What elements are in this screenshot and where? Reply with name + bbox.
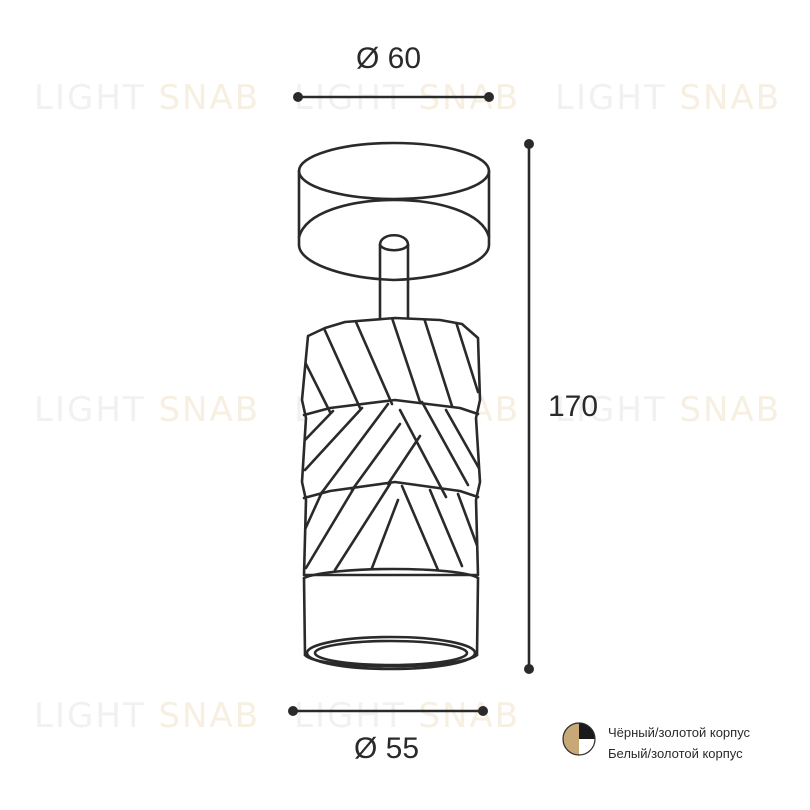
watermark: LIGHT SNAB: [294, 696, 521, 736]
legend-item: Чёрный/золотой корпус: [562, 722, 750, 743]
legend-item: Белый/золотой корпус: [562, 743, 750, 764]
watermark: LIGHT SNAB: [34, 390, 261, 430]
bottom-diameter-label: Ø 55: [354, 732, 420, 765]
dimension-endpoint-dot: [288, 706, 298, 716]
black-gold-swatch: [562, 722, 596, 756]
dimension-endpoints: [288, 92, 534, 716]
dimension-endpoint-dot: [293, 92, 303, 102]
dimension-endpoint-dot: [478, 706, 488, 716]
lamp-body: [300, 316, 482, 580]
legend-label-white-gold: Белый/золотой корпус: [608, 746, 743, 761]
watermark: LIGHT SNAB: [34, 78, 261, 118]
dimension-endpoint-dot: [524, 664, 534, 674]
dimension-endpoint-dot: [524, 139, 534, 149]
legend-swatches: [562, 722, 596, 756]
watermark: LIGHT SNAB: [555, 78, 782, 118]
canopy: [297, 141, 491, 282]
legend-label-black-gold: Чёрный/золотой корпус: [608, 725, 751, 740]
stem: [378, 233, 410, 322]
top-diameter-label: Ø 60: [356, 42, 422, 75]
color-legend: Чёрный/золотой корпус Белый/золотой корп…: [562, 722, 750, 764]
dimension-endpoint-dot: [484, 92, 494, 102]
watermark: LIGHT SNAB: [555, 390, 782, 430]
height-label: 170: [548, 390, 599, 423]
lamp-ring: [302, 576, 480, 671]
watermark: LIGHT SNAB: [34, 696, 261, 736]
